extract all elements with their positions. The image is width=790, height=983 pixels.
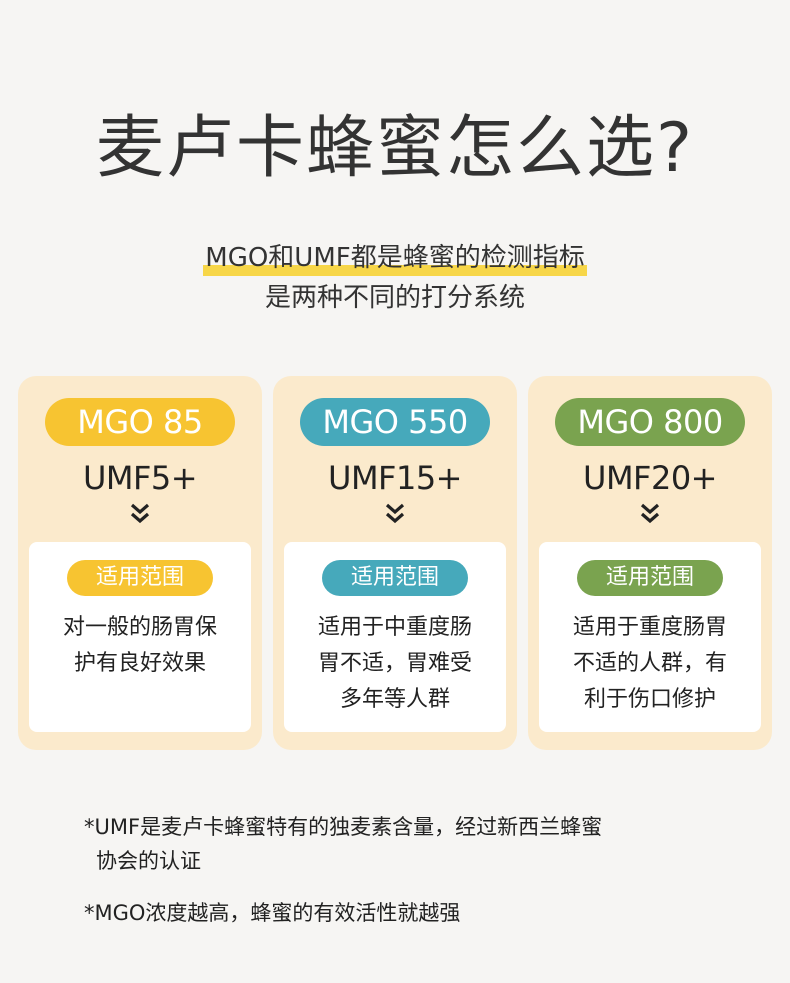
footnotes: *UMF是麦卢卡蜂蜜特有的独麦素含量，经过新西兰蜂蜜 协会的认证 *MGO浓度越… — [84, 810, 744, 930]
description-line: 不适的人群，有 — [572, 651, 727, 676]
scope-panel: 适用范围 适用于中重度肠 胃不适，胃难受 多年等人群 — [284, 542, 506, 732]
description-line: 利于伤口修护 — [583, 687, 716, 712]
scope-badge: 适用范围 — [67, 560, 213, 596]
mgo-badge: MGO 85 — [45, 398, 235, 446]
mgo-badge: MGO 550 — [300, 398, 490, 446]
double-chevron-down-icon — [640, 503, 660, 524]
footnote-umf-line-2: 协会的认证 — [96, 849, 201, 873]
scope-badge: 适用范围 — [322, 560, 468, 596]
footnote-umf-line-1: *UMF是麦卢卡蜂蜜特有的独麦素含量，经过新西兰蜂蜜 — [84, 815, 603, 839]
scope-description: 适用于中重度肠 胃不适，胃难受 多年等人群 — [296, 610, 494, 718]
grade-card-mgo800: MGO 800 UMF20+ 适用范围 适用于重度肠胃 不适的人群，有 利于伤口… — [528, 376, 772, 750]
umf-grade: UMF15+ — [328, 459, 462, 497]
footnote-umf: *UMF是麦卢卡蜂蜜特有的独麦素含量，经过新西兰蜂蜜 协会的认证 — [84, 810, 744, 878]
scope-description: 对一般的肠胃保 护有良好效果 — [41, 610, 239, 682]
umf-grade: UMF5+ — [82, 459, 198, 497]
scope-badge: 适用范围 — [577, 560, 723, 596]
description-line: 对一般的肠胃保 — [62, 615, 217, 640]
footnote-mgo: *MGO浓度越高，蜂蜜的有效活性就越强 — [84, 901, 461, 925]
double-chevron-down-icon — [385, 503, 405, 524]
grade-card-mgo550: MGO 550 UMF15+ 适用范围 适用于中重度肠 胃不适，胃难受 多年等人… — [273, 376, 517, 750]
double-chevron-down-icon — [130, 503, 150, 524]
umf-grade: UMF20+ — [583, 459, 717, 497]
subtitle-line-2: 是两种不同的打分系统 — [264, 283, 525, 313]
grade-cards: MGO 85 UMF5+ 适用范围 对一般的肠胃保 护有良好效果 MGO 550… — [18, 376, 772, 750]
description-line: 护有良好效果 — [73, 651, 206, 676]
description-line: 胃不适，胃难受 — [317, 651, 472, 676]
subtitle-highlight: MGO和UMF都是蜂蜜的检测指标 — [203, 242, 588, 276]
page-title: 麦卢卡蜂蜜怎么选? — [95, 109, 695, 188]
subtitle-line-1: MGO和UMF都是蜂蜜的检测指标 — [0, 242, 790, 276]
mgo-badge: MGO 800 — [555, 398, 745, 446]
scope-panel: 适用范围 对一般的肠胃保 护有良好效果 — [29, 542, 251, 732]
scope-panel: 适用范围 适用于重度肠胃 不适的人群，有 利于伤口修护 — [539, 542, 761, 732]
scope-description: 适用于重度肠胃 不适的人群，有 利于伤口修护 — [551, 610, 749, 718]
description-line: 多年等人群 — [339, 687, 450, 712]
description-line: 适用于重度肠胃 — [572, 615, 727, 640]
grade-card-mgo85: MGO 85 UMF5+ 适用范围 对一般的肠胃保 护有良好效果 — [18, 376, 262, 750]
description-line: 适用于中重度肠 — [317, 615, 472, 640]
